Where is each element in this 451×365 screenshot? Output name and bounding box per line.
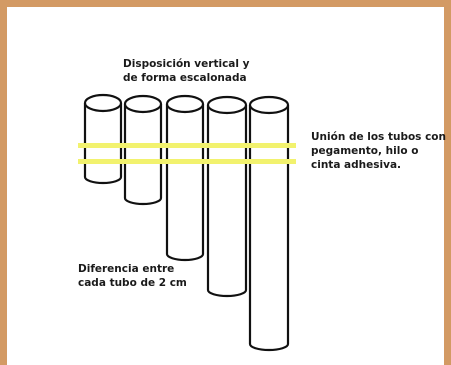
arrangement-line-1: Disposición vertical y bbox=[123, 58, 250, 70]
difference-line-1: Diferencia entre bbox=[78, 263, 175, 275]
binding-band-lower bbox=[78, 159, 296, 164]
tube-4 bbox=[206, 95, 248, 298]
tube-2 bbox=[123, 94, 163, 206]
binding-line-3: cinta adhesiva. bbox=[311, 159, 402, 171]
difference-line-2: cada tubo de 2 cm bbox=[78, 277, 187, 289]
difference-label: Diferencia entre cada tubo de 2 cm bbox=[78, 262, 187, 290]
binding-band-upper bbox=[78, 143, 296, 148]
binding-line-2: pegamento, hilo o bbox=[311, 145, 419, 157]
binding-bands bbox=[78, 143, 296, 164]
binding-label: Unión de los tubos con pegamento, hilo o… bbox=[311, 130, 446, 172]
tube-5 bbox=[248, 95, 290, 352]
binding-line-1: Unión de los tubos con bbox=[311, 131, 446, 143]
arrangement-line-2: de forma escalonada bbox=[123, 72, 247, 84]
arrangement-label: Disposición vertical y de forma escalona… bbox=[123, 57, 249, 85]
tube-3 bbox=[165, 94, 205, 262]
tube-1 bbox=[83, 93, 123, 185]
